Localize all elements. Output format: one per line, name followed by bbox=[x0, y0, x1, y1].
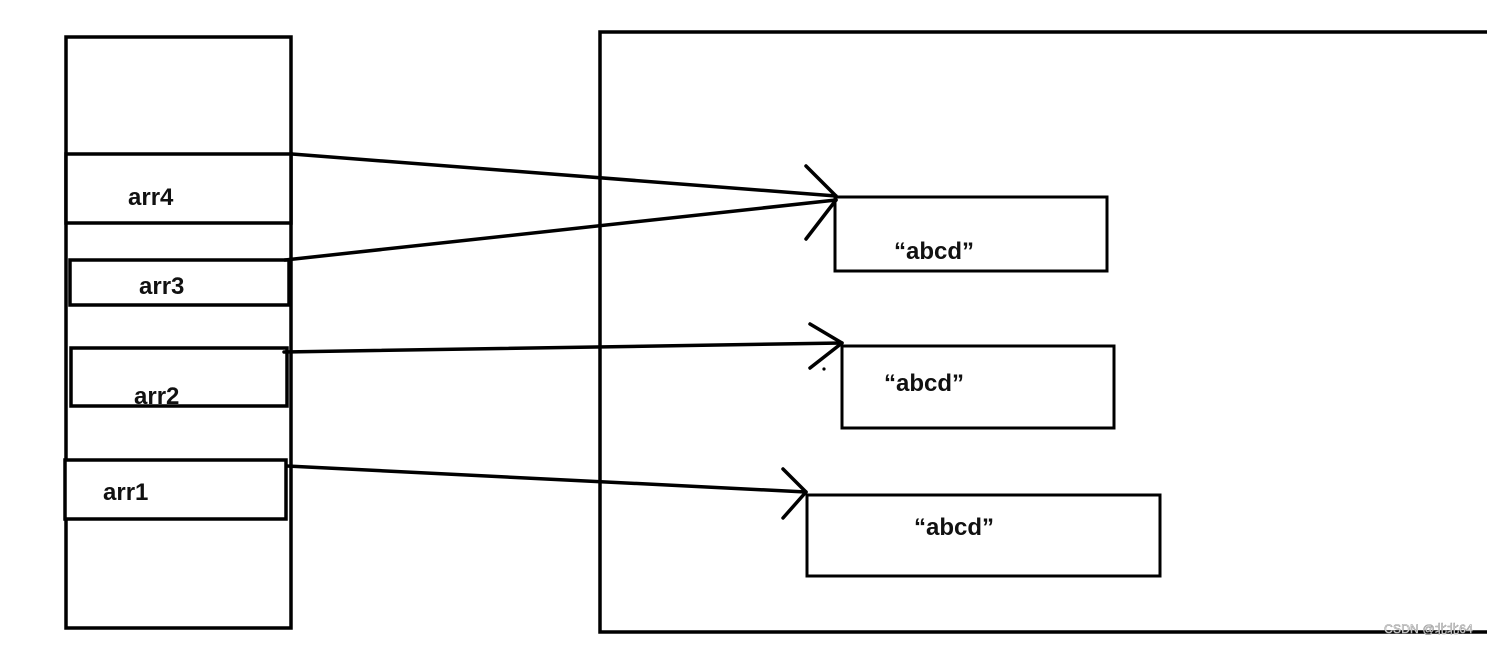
arrowhead-icon bbox=[808, 322, 844, 370]
heap-string-label-s3: “abcd” bbox=[914, 514, 994, 541]
heap-string-s1 bbox=[833, 195, 1109, 273]
stack-slot-label-arr1: arr1 bbox=[103, 479, 148, 506]
arrow-line bbox=[283, 198, 838, 262]
stack-slot-arr1 bbox=[63, 458, 288, 521]
arrow-arr2-to-s2 bbox=[282, 322, 844, 371]
arrow-arr3-to-s1 bbox=[283, 198, 838, 262]
stray-dot bbox=[822, 367, 826, 371]
stack-slot-arr3 bbox=[68, 258, 291, 307]
arrow-line bbox=[290, 152, 838, 198]
stack-frame bbox=[64, 35, 293, 630]
arrowhead-icon bbox=[804, 164, 838, 198]
watermark: CSDN @北北64 bbox=[1384, 622, 1473, 637]
stack-slot-arr4 bbox=[64, 152, 293, 225]
stack-slot-label-arr3: arr3 bbox=[139, 273, 184, 300]
heap-string-label-s1: “abcd” bbox=[894, 238, 974, 265]
arrowhead-icon bbox=[781, 467, 808, 520]
arrow-arr1-to-s3 bbox=[285, 464, 808, 520]
reference-arrows bbox=[282, 152, 844, 520]
heap-region: “abcd” “abcd” “abcd” bbox=[598, 30, 1487, 634]
heap-string-s3 bbox=[805, 493, 1162, 578]
arrow-line bbox=[285, 464, 808, 494]
heap-string-label-s2: “abcd” bbox=[884, 370, 964, 397]
stack-slot-label-arr4: arr4 bbox=[128, 184, 174, 211]
stack-slot-label-arr2: arr2 bbox=[134, 383, 179, 410]
heap-frame bbox=[598, 30, 1487, 634]
arrow-arr4-to-s1 bbox=[290, 152, 838, 198]
heap-string-s2 bbox=[840, 344, 1116, 430]
stack-slot-arr2 bbox=[69, 346, 289, 408]
stack-region: arr4 arr3 arr2 arr1 bbox=[63, 35, 293, 630]
arrowhead-icon bbox=[804, 198, 838, 241]
arrow-line bbox=[282, 341, 844, 354]
